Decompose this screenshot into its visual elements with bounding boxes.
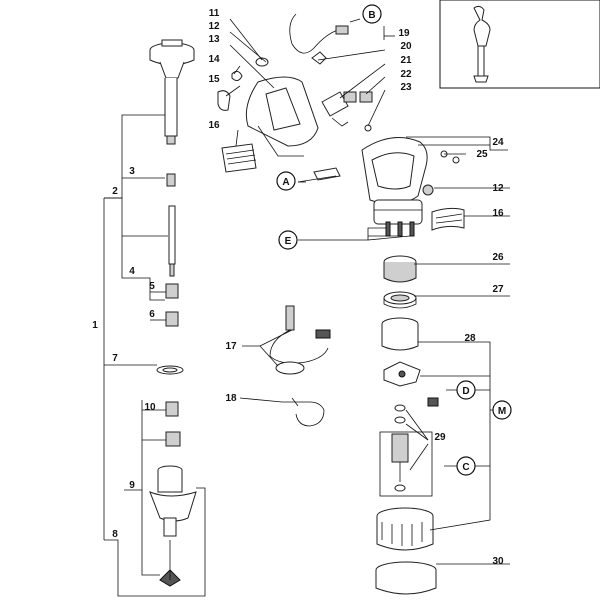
label-11: 11 bbox=[209, 8, 220, 19]
callout-C-circle bbox=[456, 456, 476, 476]
inset-overview bbox=[439, 0, 600, 89]
callout-B: B bbox=[368, 10, 375, 21]
label-15: 15 bbox=[208, 74, 220, 85]
switch-parts bbox=[313, 150, 460, 181]
callout-E-circle bbox=[278, 230, 298, 250]
label-6: 6 bbox=[149, 309, 155, 320]
wire-18 bbox=[282, 397, 325, 427]
armature-29 bbox=[379, 404, 433, 497]
label-1: 1 bbox=[92, 320, 98, 331]
left-shaft-assembly bbox=[149, 39, 197, 587]
callout-E: E bbox=[285, 236, 292, 247]
label-12-lower: 12 bbox=[492, 183, 504, 194]
stator-body bbox=[376, 507, 434, 551]
label-10: 10 bbox=[144, 402, 156, 413]
label-26: 26 bbox=[492, 252, 504, 263]
left-leader-lines bbox=[103, 114, 206, 597]
callout-bubbles bbox=[276, 4, 512, 476]
label-5: 5 bbox=[149, 281, 155, 292]
bearing-27 bbox=[383, 291, 417, 309]
label-13: 13 bbox=[208, 34, 220, 45]
motor-housing bbox=[361, 137, 434, 237]
label-4: 4 bbox=[129, 266, 135, 277]
callout-B-circle bbox=[362, 4, 382, 24]
handle-housing bbox=[245, 57, 319, 157]
motor-cover-30 bbox=[375, 561, 437, 595]
label-27: 27 bbox=[492, 284, 504, 295]
cable-assembly-17 bbox=[269, 305, 331, 375]
rotor-fan-26 bbox=[383, 255, 417, 283]
right-leader-lines bbox=[225, 18, 510, 565]
label-17: 17 bbox=[225, 341, 237, 352]
label-7: 7 bbox=[112, 353, 118, 364]
label-16-left: 16 bbox=[208, 120, 220, 131]
letter-labels: A B C D E M bbox=[282, 10, 506, 473]
callout-A: A bbox=[282, 177, 289, 188]
label-16-right: 16 bbox=[492, 208, 504, 219]
label-30: 30 bbox=[492, 556, 504, 567]
brush-D bbox=[427, 397, 439, 407]
label-19: 19 bbox=[398, 28, 410, 39]
callout-D: D bbox=[462, 386, 469, 397]
label-3: 3 bbox=[129, 166, 135, 177]
label-2: 2 bbox=[112, 186, 118, 197]
label-9: 9 bbox=[129, 480, 135, 491]
label-12-upper: 12 bbox=[208, 21, 220, 32]
label-24: 24 bbox=[492, 137, 504, 148]
overview-mixer-icon bbox=[473, 5, 491, 83]
label-25: 25 bbox=[476, 149, 488, 160]
label-14: 14 bbox=[208, 54, 220, 65]
part-labels: 1 2 3 4 5 6 7 8 9 10 11 12 12 13 14 15 1… bbox=[92, 8, 504, 567]
callout-M-circle bbox=[492, 400, 512, 420]
label-28: 28 bbox=[464, 333, 476, 344]
ventilation-grille-right bbox=[431, 207, 465, 231]
label-20: 20 bbox=[400, 41, 412, 52]
label-22: 22 bbox=[400, 69, 412, 80]
label-18: 18 bbox=[225, 393, 237, 404]
label-8: 8 bbox=[112, 529, 118, 540]
callout-A-circle bbox=[276, 171, 296, 191]
callout-M: M bbox=[498, 406, 506, 417]
label-21: 21 bbox=[400, 55, 412, 66]
label-23: 23 bbox=[400, 82, 412, 93]
label-29: 29 bbox=[434, 432, 446, 443]
ventilation-grille-left bbox=[221, 143, 257, 173]
coupling-28 bbox=[381, 317, 421, 387]
callout-C: C bbox=[462, 462, 469, 473]
callout-D-circle bbox=[456, 380, 476, 400]
